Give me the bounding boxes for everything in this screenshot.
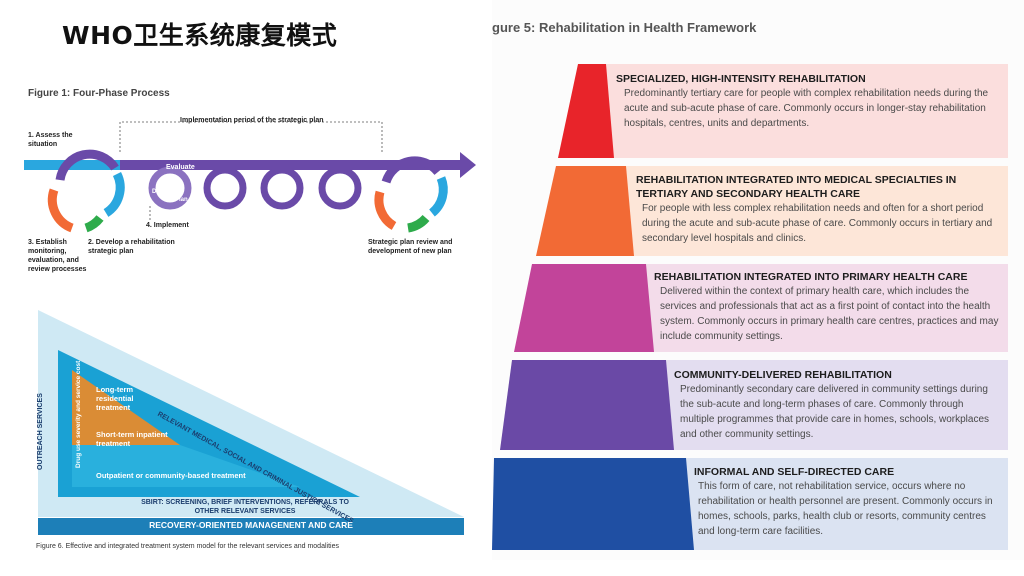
step2-label: 2. Develop a rehabilitation strategic pl…	[88, 239, 175, 255]
plan-label: Plan	[175, 197, 188, 203]
implementation-bracket	[119, 121, 383, 152]
tier-1-text: SPECIALIZED, HIGH-INTENSITY REHABILITATI…	[616, 72, 1002, 131]
sbirt-label: SBIRT: SCREENING, BRIEF INTERVENTIONS, R…	[141, 499, 349, 515]
step1-label: 1. Assess the situation	[28, 132, 73, 148]
tier-5-shape	[492, 458, 694, 550]
band-outpatient	[72, 445, 300, 487]
rehabilitation-pyramid	[492, 64, 1008, 550]
cycle-left	[47, 149, 125, 233]
tier-5-background	[682, 458, 1008, 550]
treatment-system-diagram	[38, 310, 464, 535]
tier-2-body: For people with less complex rehabilitat…	[642, 203, 993, 244]
severity-label: Drug use severity and service cost	[75, 360, 82, 468]
short-term-label: Short-term inpatient treatment	[96, 430, 168, 448]
long-term-label: Long-term residential treatment	[96, 385, 134, 412]
tier-2-text: REHABILITATION INTEGRATED INTO MEDICAL S…	[636, 173, 1002, 246]
tier-1-body: Predominantly tertiary care for people w…	[624, 88, 989, 129]
tier-4-body: Predominantly secondary care delivered i…	[680, 384, 990, 440]
tier-1-background	[602, 64, 1008, 158]
cycle-2	[203, 166, 247, 210]
cycle-3	[260, 166, 304, 210]
implementation-label: Implementation period of the strategic p…	[180, 117, 324, 124]
cycle-right	[374, 156, 448, 233]
figure1-title: Figure 1: Four-Phase Process	[28, 88, 170, 99]
step4-label: 4. Implement	[146, 222, 189, 229]
outreach-label: OUTREACH SERVICES	[37, 393, 44, 470]
review-label: Strategic plan review and development of…	[368, 239, 453, 255]
recovery-label: RECOVERY-ORIENTED MANAGENENT AND CARE	[149, 520, 353, 530]
recovery-bar	[38, 518, 464, 535]
tier-2-heading: REHABILITATION INTEGRATED INTO MEDICAL S…	[636, 174, 957, 200]
do-label: Do	[152, 189, 160, 195]
tier-5-heading: INFORMAL AND SELF-DIRECTED CARE	[694, 466, 895, 478]
figure5-title: gure 5: Rehabilitation in Health Framewo…	[492, 20, 757, 35]
tier-5-text: INFORMAL AND SELF-DIRECTED CARE This for…	[694, 465, 1002, 539]
timeline-start	[24, 160, 124, 170]
tier-1-shape	[558, 64, 614, 158]
tier-4-text: COMMUNITY-DELIVERED REHABILITATION Predo…	[674, 368, 1000, 442]
tier-1-heading: SPECIALIZED, HIGH-INTENSITY REHABILITATI…	[616, 73, 866, 85]
tier-3-background	[642, 264, 1008, 352]
tier-3-shape	[514, 264, 654, 352]
tier-5-body: This form of care, not rehabilitation se…	[698, 481, 993, 537]
cycle-implement	[148, 166, 192, 210]
tier-3-body: Delivered within the context of primary …	[660, 286, 999, 342]
tier-4-heading: COMMUNITY-DELIVERED REHABILITATION	[674, 369, 892, 381]
triangle-long-term	[72, 370, 180, 445]
figure6-caption: Figure 6. Effective and integrated treat…	[36, 543, 339, 550]
timeline-arrowhead	[460, 152, 476, 178]
four-phase-diagram	[24, 121, 476, 233]
timeline-bar	[120, 160, 460, 170]
tier-4-shape	[500, 360, 674, 450]
tier-3-heading: REHABILITATION INTEGRATED INTO PRIMARY H…	[654, 271, 968, 283]
evaluate-label: Evaluate	[166, 164, 195, 171]
tier-2-background	[622, 166, 1008, 256]
tier-4-background	[662, 360, 1008, 450]
outpatient-label: Outpatient or community-based treatment	[96, 471, 246, 480]
slide-title: WHO卫生系统康复模式	[62, 21, 338, 50]
step3-label: 3. Establish monitoring, evaluation, and…	[28, 239, 87, 273]
tier-2-shape	[536, 166, 634, 256]
cycle-4	[318, 166, 362, 210]
tier-3-text: REHABILITATION INTEGRATED INTO PRIMARY H…	[654, 270, 1000, 344]
